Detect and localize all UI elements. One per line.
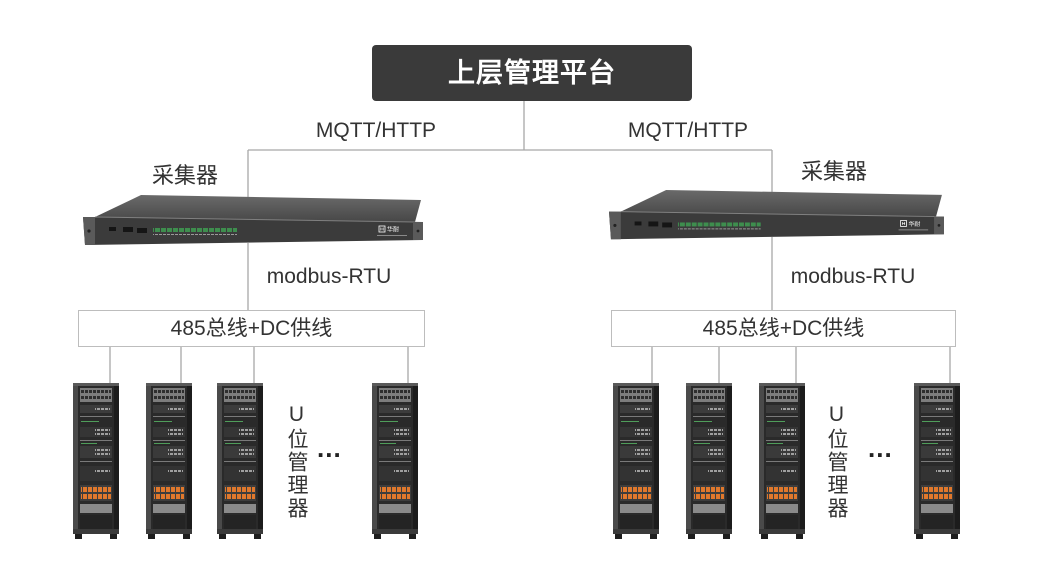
downlink-protocol-label: modbus-RTU <box>790 265 916 288</box>
device-port <box>648 221 659 227</box>
device-logo: 华耐 <box>908 220 920 228</box>
collector-label: 采集器 <box>800 159 867 184</box>
downlink-protocol-label: modbus-RTU <box>266 265 392 288</box>
logo-badge <box>900 220 907 227</box>
bus-label: 485总线+DC供线 <box>702 317 865 340</box>
server-rack <box>759 383 805 539</box>
uplink-protocol-label: MQTT/HTTP <box>315 119 437 142</box>
rack-manager-label: U位管理器 <box>285 403 308 520</box>
platform-box: 上层管理平台 <box>372 45 692 101</box>
server-rack <box>217 383 263 539</box>
collector-label: 采集器 <box>151 163 218 188</box>
platform-label: 上层管理平台 <box>448 58 616 88</box>
collector-device: 华耐 <box>609 189 944 240</box>
bus-box: 485总线+DC供线 <box>78 310 425 347</box>
uplink-protocol-label: MQTT/HTTP <box>627 119 749 142</box>
device-top-face <box>95 195 421 222</box>
server-rack <box>914 383 960 539</box>
bus-box: 485总线+DC供线 <box>611 310 956 347</box>
server-rack <box>73 383 119 539</box>
terminal-block <box>153 228 237 232</box>
device-front-panel <box>83 217 423 245</box>
terminal-block <box>677 222 761 227</box>
device-logo: 华耐 <box>387 226 399 234</box>
bus-label: 485总线+DC供线 <box>170 317 333 340</box>
more-racks-ellipsis: ... <box>868 433 893 463</box>
device-port <box>123 227 133 232</box>
logo-badge <box>378 225 386 233</box>
device-port <box>634 221 642 226</box>
device-port <box>109 227 116 231</box>
server-rack <box>613 383 659 539</box>
server-rack <box>372 383 418 539</box>
more-racks-ellipsis: ... <box>317 433 342 463</box>
device-port <box>662 222 673 228</box>
server-rack <box>146 383 192 539</box>
device-top-face <box>620 189 942 217</box>
rack-manager-label: U位管理器 <box>825 403 848 520</box>
device-port <box>137 228 147 233</box>
server-rack <box>686 383 732 539</box>
device-front-panel <box>609 211 944 240</box>
collector-device: 华耐 <box>83 195 423 245</box>
